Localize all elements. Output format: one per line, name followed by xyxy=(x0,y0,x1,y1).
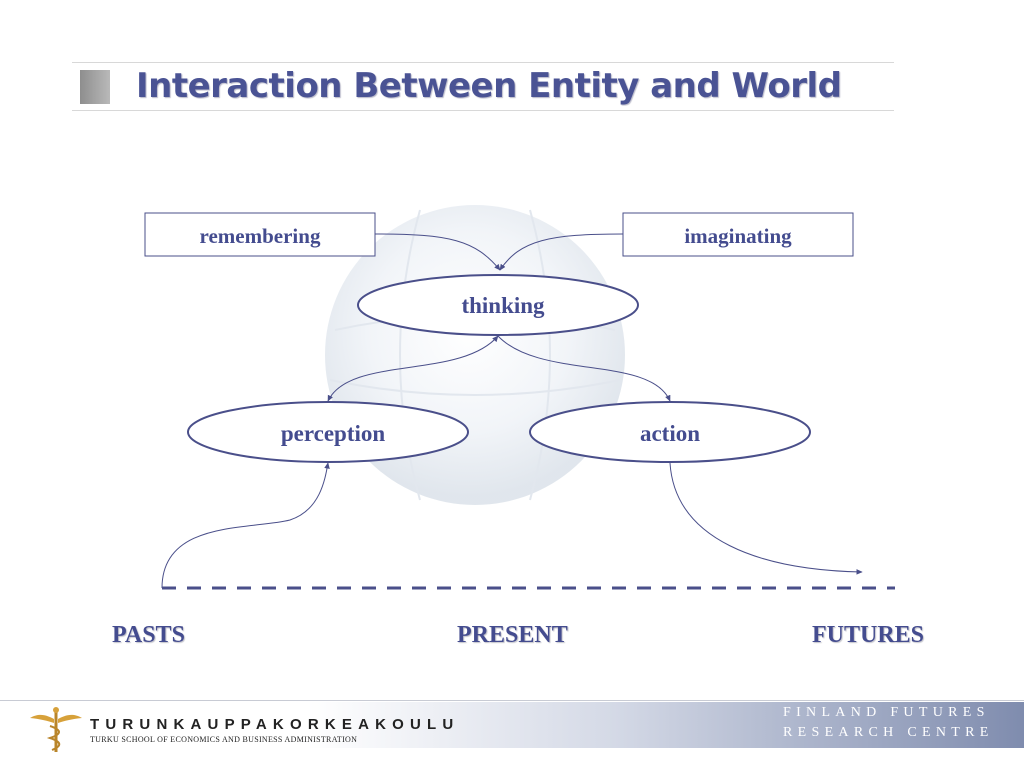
node-perception-label: perception xyxy=(281,421,386,446)
node-action-label: action xyxy=(640,421,700,446)
node-remembering-label: remembering xyxy=(200,224,321,248)
title-square-icon xyxy=(80,70,110,104)
diagram: remembering imaginating thinking percept… xyxy=(144,205,895,590)
caduceus-logo-icon xyxy=(30,707,82,752)
arrow-remembering-to-thinking xyxy=(374,233,501,271)
arrow-thinking-action xyxy=(497,335,671,402)
node-action: action xyxy=(529,401,811,463)
node-thinking: thinking xyxy=(357,274,639,336)
timeline-present: PRESENT xyxy=(457,622,568,648)
slide-title: Interaction Between Entity and World xyxy=(136,66,842,106)
node-thinking-label: thinking xyxy=(461,293,545,318)
arrow-action-to-futures xyxy=(669,462,863,575)
centre-name-line2: RESEARCH CENTRE xyxy=(783,725,994,740)
footer-rule xyxy=(0,700,1024,701)
centre-name-line1: FINLAND FUTURES xyxy=(783,705,990,720)
title-rule-top xyxy=(72,62,894,63)
school-name: TURUNKAUPPAKORKEAKOULU xyxy=(90,716,460,733)
arrow-imaginating-to-thinking xyxy=(499,233,624,271)
timeline-pasts: PASTS xyxy=(112,622,185,648)
timeline-futures: FUTURES xyxy=(812,622,925,648)
arrow-thinking-perception xyxy=(327,335,499,402)
node-imaginating-label: imaginating xyxy=(684,224,792,248)
node-imaginating: imaginating xyxy=(622,212,854,257)
school-subtitle: TURKU SCHOOL OF ECONOMICS AND BUSINESS A… xyxy=(90,735,358,744)
connector-arrows xyxy=(161,233,863,589)
node-perception: perception xyxy=(187,401,469,463)
footer-band xyxy=(0,702,1024,748)
title-rule-bottom xyxy=(72,110,894,111)
arrow-past-to-perception xyxy=(161,462,330,589)
node-remembering: remembering xyxy=(144,212,376,257)
